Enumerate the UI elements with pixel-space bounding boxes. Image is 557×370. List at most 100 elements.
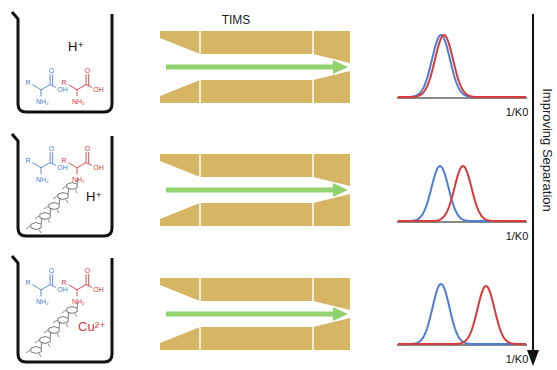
ion-beam-head <box>333 307 348 321</box>
bond-line <box>88 74 89 86</box>
bond-line <box>77 285 86 290</box>
atom-label: OH <box>93 163 104 170</box>
bond-line <box>41 85 50 90</box>
ion-beam-head <box>333 183 348 197</box>
atom-label: R <box>25 157 30 164</box>
beaker <box>12 134 112 236</box>
hydroxyl-stub <box>26 350 30 353</box>
bond-line <box>77 168 78 175</box>
bond-line <box>33 85 41 90</box>
atom-label: NH₂ <box>36 297 49 304</box>
hydroxyl-stub <box>57 334 59 338</box>
hydroxyl-stub <box>75 314 77 318</box>
bond-line <box>86 152 87 162</box>
tims-electrode <box>160 154 350 186</box>
section-divider <box>199 326 201 351</box>
tims-electrode <box>160 71 350 103</box>
mobility-peak <box>398 286 526 344</box>
atom-label: O <box>49 67 54 74</box>
bond-line <box>50 152 51 162</box>
atom-label: OH <box>57 285 68 292</box>
hydroxyl-stub <box>66 324 68 328</box>
bond-line <box>86 285 92 288</box>
ion-label: Cu²⁺ <box>78 320 106 333</box>
bond-line <box>52 274 53 286</box>
bond-line <box>41 90 42 97</box>
atom-label: R <box>61 157 66 164</box>
tims-electrode <box>160 194 350 226</box>
section-divider <box>312 79 314 104</box>
bond-line <box>33 163 41 168</box>
atom-label: NH₂ <box>72 97 85 104</box>
mobility-peak <box>398 166 526 221</box>
section-divider <box>199 30 201 55</box>
ion-beam-head <box>333 60 348 74</box>
bond-line <box>50 74 51 84</box>
bond-line <box>88 274 89 286</box>
hydroxyl-stub <box>75 190 77 194</box>
atom-label: R <box>61 279 66 286</box>
sugar-ring <box>58 317 68 324</box>
section-divider <box>312 277 314 302</box>
title-label: TIMS <box>222 14 251 26</box>
glycosidic-bond <box>50 332 51 338</box>
atom-label: O <box>85 267 90 274</box>
beaker <box>12 12 112 112</box>
bond-line <box>86 74 87 84</box>
hydroxyl-stub <box>53 196 57 199</box>
mobility-peak <box>398 35 526 97</box>
hydroxyl-stub <box>35 340 39 343</box>
sugar-ring <box>31 347 41 354</box>
section-divider <box>312 30 314 55</box>
bond-line <box>77 90 78 97</box>
section-divider <box>199 202 201 227</box>
hydroxyl-stub <box>53 320 57 323</box>
axis-label: 1/K0 <box>506 231 529 242</box>
bond-line <box>41 285 50 290</box>
hydroxyl-stub <box>62 186 66 189</box>
atom-label: R <box>61 79 66 86</box>
bond-line <box>50 274 51 284</box>
atom-label: O <box>49 267 54 274</box>
mobility-peak <box>398 166 526 221</box>
glycosidic-bond <box>59 322 60 328</box>
axis-label: 1/K0 <box>506 354 529 365</box>
atom-label: NH₂ <box>72 297 85 304</box>
atom-label: NH₂ <box>36 97 49 104</box>
atom-label: OH <box>57 85 68 92</box>
bond-line <box>86 274 87 284</box>
bond-line <box>69 163 77 168</box>
section-divider <box>312 326 314 351</box>
bond-line <box>50 163 56 166</box>
ion-label: H⁺ <box>86 190 102 203</box>
bond-line <box>50 285 56 288</box>
axis-label: 1/K0 <box>506 107 529 118</box>
hydroxyl-stub <box>44 206 48 209</box>
bond-line <box>77 85 86 90</box>
hydroxyl-stub <box>35 216 39 219</box>
hydroxyl-stub <box>62 310 66 313</box>
sugar-ring <box>49 203 59 210</box>
atom-label: OH <box>57 163 68 170</box>
bond-line <box>69 285 77 290</box>
bond-line <box>41 163 50 168</box>
hydroxyl-stub <box>44 330 48 333</box>
sugar-ring <box>40 213 50 220</box>
tims-electrode <box>160 278 350 310</box>
sugar-ring <box>31 223 41 230</box>
hydroxyl-stub <box>48 344 50 348</box>
atom-label: OH <box>93 285 104 292</box>
hydroxyl-stub <box>39 354 41 358</box>
hydroxyl-stub <box>48 220 50 224</box>
trend-arrow-head <box>527 350 539 366</box>
trend-label: Improving Separation <box>541 88 554 212</box>
hydroxyl-stub <box>57 210 59 214</box>
ion-beam <box>166 65 336 70</box>
mobility-peak <box>398 35 526 97</box>
bond-line <box>33 285 41 290</box>
bond-line <box>77 290 78 297</box>
atom-label: R <box>25 279 30 286</box>
section-divider <box>312 202 314 227</box>
